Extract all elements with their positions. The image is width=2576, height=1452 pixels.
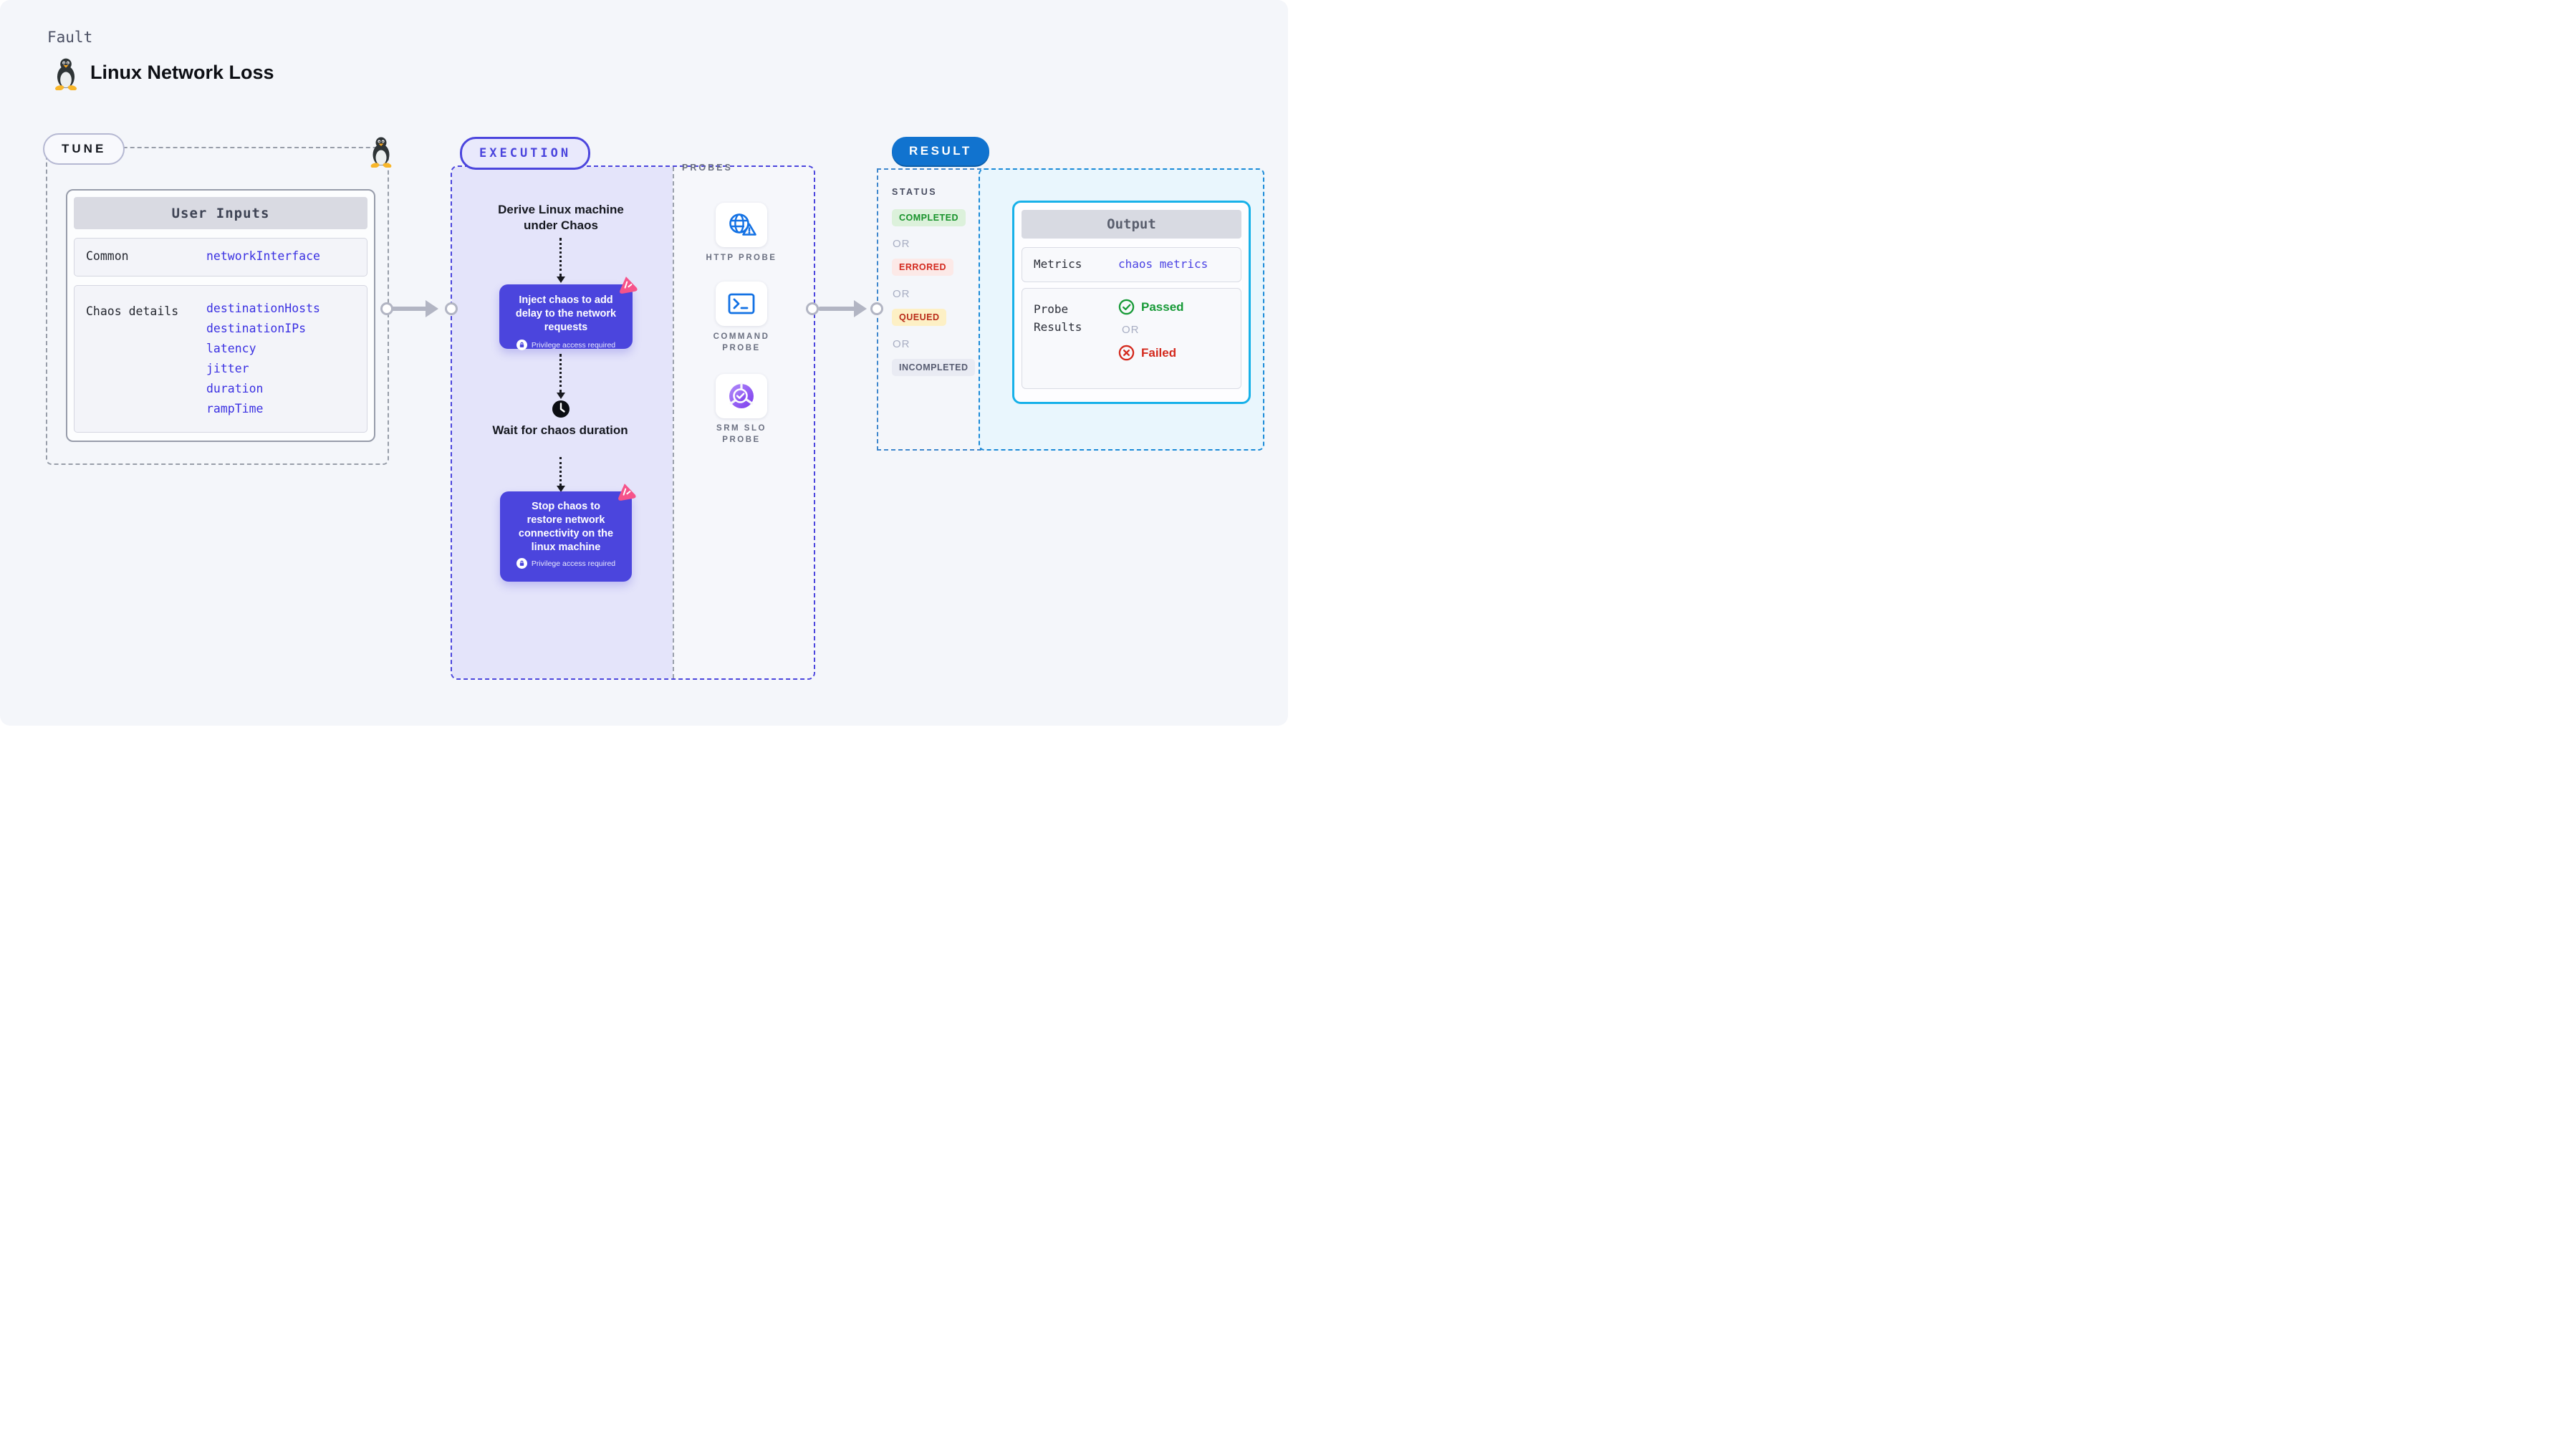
result-pill: RESULT	[892, 137, 989, 165]
privilege-access-label: Privilege access required	[531, 559, 616, 568]
probe-result-passed: Passed	[1118, 299, 1184, 315]
step-inject-chaos-node: Inject chaos to add delay to the network…	[499, 284, 633, 350]
stop-chaos-label: Stop chaos to restore network connectivi…	[518, 501, 614, 553]
probes-title: PROBES	[682, 163, 733, 173]
clock-icon	[552, 400, 569, 418]
srm-slo-probe-label: SRM SLO PROBE	[716, 424, 766, 444]
probe-results-label: Probe Results	[1034, 302, 1082, 334]
probe-results-row: Probe Results Passed OR Failed	[1022, 288, 1241, 389]
user-inputs-card: User Inputs Common networkInterface Chao…	[66, 189, 375, 442]
row-value: latency	[206, 342, 256, 355]
row-value: duration	[206, 382, 264, 395]
tux-linux-icon	[54, 58, 77, 90]
row-label: Common	[86, 249, 129, 263]
user-inputs-row-common: Common networkInterface	[74, 238, 367, 277]
user-inputs-row-chaos-details: Chaos details destinationHosts destinati…	[74, 285, 367, 433]
user-inputs-title: User Inputs	[74, 197, 367, 229]
check-circle-icon	[1118, 299, 1135, 315]
privilege-access-label: Privilege access required	[531, 340, 616, 350]
lock-icon	[516, 340, 527, 350]
row-value: rampTime	[206, 402, 264, 415]
row-value: jitter	[206, 362, 249, 375]
inject-chaos-label: Inject chaos to add delay to the network…	[515, 294, 617, 333]
status-badge-incompleted: INCOMPLETED	[892, 359, 976, 376]
execution-flow-background	[452, 167, 673, 678]
command-probe-card	[716, 282, 767, 326]
lock-icon	[516, 558, 527, 569]
step-wait-duration: Wait for chaos duration	[492, 423, 628, 437]
step-stop-chaos-node: Stop chaos to restore network connectivi…	[500, 491, 632, 582]
or-separator: OR	[893, 288, 910, 300]
slo-donut-check-icon	[729, 383, 754, 408]
status-badge-errored: ERRORED	[892, 259, 954, 276]
row-value: destinationIPs	[206, 322, 307, 335]
status-badge-completed: COMPLETED	[892, 209, 966, 226]
passed-label: Passed	[1141, 299, 1184, 314]
flow-arrowhead	[557, 486, 565, 492]
flow-arrow-down	[559, 457, 562, 486]
step-derive-machine: Derive Linux machine under Chaos	[498, 203, 624, 232]
x-circle-icon	[1118, 345, 1135, 361]
fault-diagram-page: Fault Linux Network Loss TUNE User Input…	[0, 0, 1288, 726]
flow-arrow-down	[559, 238, 562, 277]
metrics-row: Metrics chaos metrics	[1022, 247, 1241, 282]
or-separator: OR	[1122, 324, 1140, 336]
metrics-value: chaos metrics	[1118, 257, 1208, 271]
output-card-title: Output	[1022, 210, 1241, 239]
http-probe-card	[716, 203, 767, 247]
probe-result-failed: Failed	[1118, 345, 1184, 361]
command-probe-label: COMMAND PROBE	[713, 332, 770, 352]
flow-arrowhead	[557, 277, 565, 283]
status-badge-queued: QUEUED	[892, 309, 947, 326]
row-value: networkInterface	[206, 249, 320, 263]
output-card: Output Metrics chaos metrics Probe Resul…	[1012, 201, 1251, 404]
or-separator: OR	[893, 238, 910, 250]
srm-slo-probe-card	[716, 374, 767, 418]
execution-pill: EXECUTION	[460, 137, 591, 170]
page-title: Linux Network Loss	[90, 62, 274, 83]
status-title: STATUS	[892, 187, 938, 197]
globe-warning-icon	[729, 213, 756, 236]
row-value: destinationHosts	[206, 302, 320, 315]
fault-eyebrow: Fault	[47, 29, 93, 46]
metrics-label: Metrics	[1034, 257, 1082, 271]
probes-panel	[673, 167, 814, 678]
row-label: Chaos details	[86, 304, 179, 318]
failed-label: Failed	[1141, 345, 1177, 360]
http-probe-label: HTTP PROBE	[706, 254, 777, 262]
tune-pill: TUNE	[43, 133, 125, 165]
or-separator: OR	[893, 338, 910, 350]
chaos-badge-icon	[618, 484, 636, 501]
execution-section-box	[451, 165, 815, 680]
chaos-badge-icon	[620, 277, 638, 294]
flow-arrow-down	[559, 354, 562, 393]
terminal-icon	[728, 293, 755, 314]
flow-arrowhead	[557, 393, 565, 399]
tux-linux-icon	[370, 137, 392, 168]
